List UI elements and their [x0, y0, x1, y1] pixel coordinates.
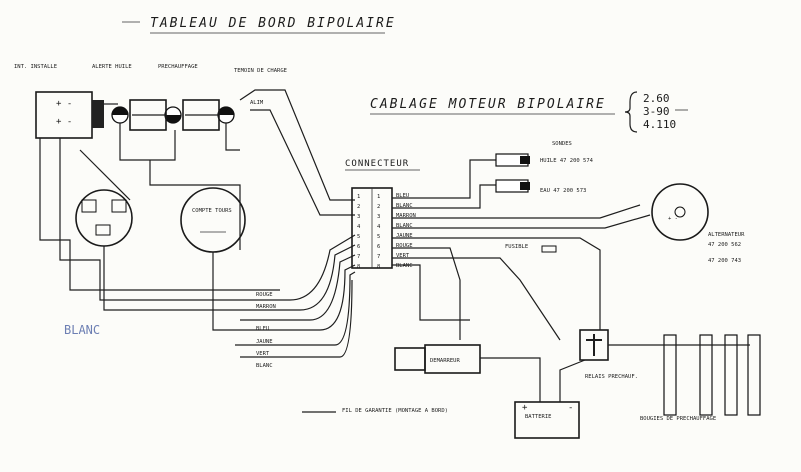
demarreur: DEMARREUR — [394, 344, 481, 374]
lamp-charge — [217, 106, 235, 124]
pin-right-2: 2 — [377, 204, 380, 210]
wire-color-0: BLEU — [396, 193, 409, 199]
pin-left-7: 7 — [357, 254, 360, 260]
label-alerte-huile: ALERTE HUILE — [92, 64, 132, 70]
gauge-compte-tours: COMPTE TOURS — [180, 187, 246, 253]
harness-label-1: MARRON — [256, 304, 276, 310]
svg-text:COMPTE TOURS: COMPTE TOURS — [192, 208, 232, 214]
switch-contact — [92, 100, 104, 128]
wire-color-5: ROUGE — [396, 243, 413, 249]
harness-label-0: ROUGE — [256, 292, 273, 298]
wire-color-4: JAUNE — [396, 233, 413, 239]
svg-text:DEMARREUR: DEMARREUR — [430, 358, 460, 364]
subtitle: CABLAGE MOTEUR BIPOLAIRE — [370, 97, 606, 112]
fusible-label: FUSIBLE — [505, 244, 528, 250]
svg-text:+ -: + - — [56, 99, 72, 109]
pin-right-4: 4 — [377, 224, 381, 230]
lamp-prechauffage — [164, 106, 182, 124]
legend-text: FIL DE GARANTIE (MONTAGE A BORD) — [342, 408, 448, 414]
label-prechauffage: PRECHAUFFAGE — [158, 64, 198, 70]
sondes-label: SONDES — [552, 141, 572, 147]
harness-label-2: BLEU — [256, 326, 269, 332]
title: TABLEAU DE BORD BIPOLAIRE — [150, 16, 396, 31]
lamp-panel — [129, 99, 167, 131]
svg-text:-: - — [568, 403, 573, 413]
pin-left-8: 8 — [357, 264, 360, 270]
lamp-huile — [111, 106, 129, 124]
alternateur-ref2: 47 200 743 — [708, 258, 741, 264]
pin-left-4: 4 — [357, 224, 361, 230]
bougies-label: BOUGIES DE PRECHAUFFAGE — [640, 416, 716, 422]
margin-note: BLANC — [64, 323, 100, 337]
model-2: 4.110 — [643, 118, 676, 131]
alternateur: + - — [651, 183, 709, 241]
bougies — [663, 334, 761, 416]
pin-left-5: 5 — [357, 234, 360, 240]
wire-color-1: BLANC — [396, 203, 413, 209]
pin-right-7: 7 — [377, 254, 380, 260]
svg-text:+ -: + - — [56, 117, 72, 127]
lamp-panel-2 — [182, 99, 220, 131]
pin-left-2: 2 — [357, 204, 360, 210]
harness-label-3: JAUNE — [256, 339, 273, 345]
label-alim: ALIM — [250, 100, 264, 106]
wire-color-6: VERT — [396, 253, 410, 259]
alternateur-label: ALTERNATEUR — [708, 232, 745, 238]
label-temoin-charge: TEMOIN DE CHARGE — [234, 68, 287, 74]
model-1: 3-90 — [643, 105, 670, 118]
pin-right-6: 6 — [377, 244, 380, 250]
pin-right-1: 1 — [377, 194, 380, 200]
pin-left-1: 1 — [357, 194, 360, 200]
brace — [624, 91, 638, 133]
gauge-left — [75, 189, 133, 247]
svg-text:+ -: + - — [668, 216, 678, 222]
svg-text:+: + — [522, 403, 528, 413]
label-int-installe: INT. INSTALLE — [14, 64, 57, 70]
probe-eau-label: EAU 47 200 573 — [540, 188, 586, 194]
harness-label-5: BLANC — [256, 363, 273, 369]
pin-left-3: 3 — [357, 214, 360, 220]
wire-color-3: BLANC — [396, 223, 413, 229]
connecteur-label: CONNECTEUR — [345, 159, 409, 169]
wire-color-7: BLANC — [396, 263, 413, 269]
fusible — [541, 245, 557, 253]
relais — [579, 329, 609, 361]
alternateur-ref1: 47 200 562 — [708, 242, 741, 248]
wire-color-2: MARRON — [396, 213, 416, 219]
probe-huile-label: HUILE 47 200 574 — [540, 158, 594, 164]
model-0: 2.60 — [643, 92, 670, 105]
batterie: BATTERIE + - — [514, 401, 580, 439]
pin-left-6: 6 — [357, 244, 360, 250]
pin-right-8: 8 — [377, 264, 380, 270]
pin-right-3: 3 — [377, 214, 380, 220]
pin-right-5: 5 — [377, 234, 380, 240]
relais-label: RELAIS PRECHAUF. — [585, 374, 638, 380]
svg-text:BATTERIE: BATTERIE — [525, 414, 552, 420]
harness-label-4: VERT — [256, 351, 270, 357]
